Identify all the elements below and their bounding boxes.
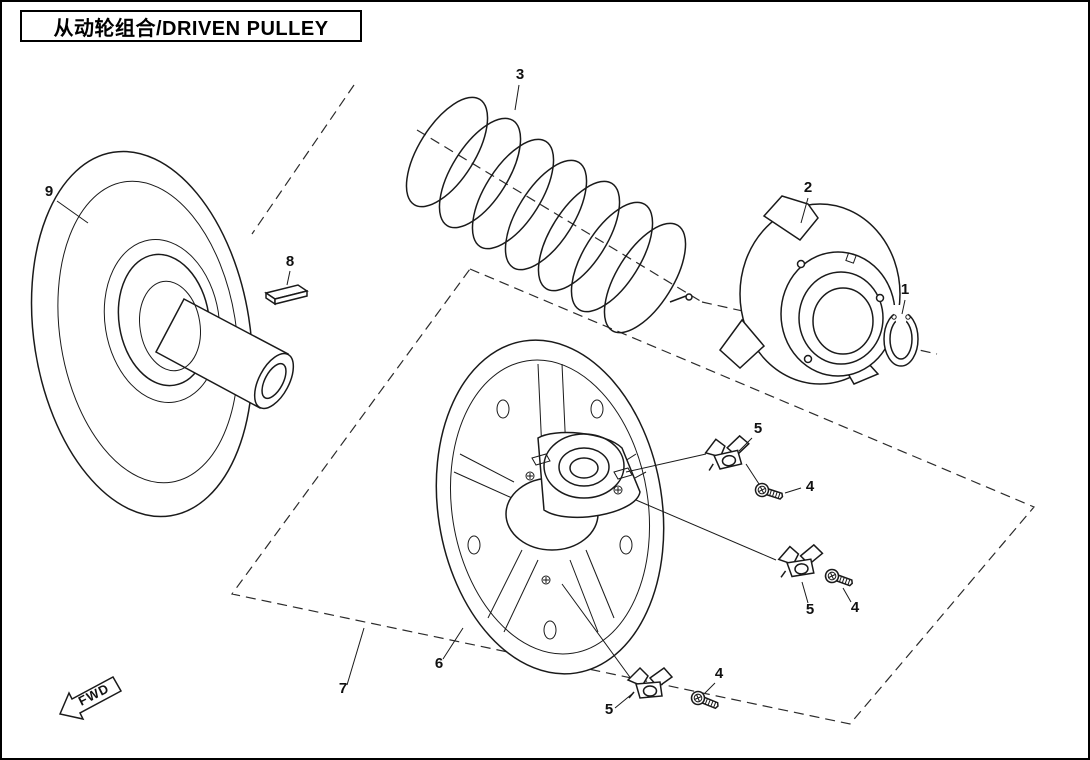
subassembly-boundary — [230, 268, 1035, 725]
callout-labels: 1 2 3 4 4 4 5 5 5 6 7 8 9 — [45, 66, 909, 718]
disc-rim-holes — [467, 399, 633, 640]
spring-part-3 — [405, 96, 693, 334]
callout-8: 8 — [286, 253, 294, 270]
exploded-connector-lines — [561, 453, 777, 681]
callout-7: 7 — [339, 680, 347, 697]
callout-2: 2 — [804, 179, 812, 196]
callout-1: 1 — [901, 281, 909, 298]
callout-3: 3 — [516, 66, 524, 83]
pawl-mounting-posts — [525, 471, 623, 585]
callout-6: 6 — [435, 655, 443, 672]
callout-5c: 5 — [605, 701, 613, 718]
cam-plate-part-2 — [718, 195, 901, 385]
pawl-part-5c — [627, 667, 673, 699]
pawl-part-5a — [703, 434, 753, 472]
callout-5a: 5 — [754, 420, 762, 437]
callout-4b: 4 — [851, 599, 860, 616]
callout-leader-lines — [56, 84, 906, 709]
callout-4c: 4 — [715, 665, 724, 682]
callout-4a: 4 — [806, 478, 815, 495]
fwd-direction-arrow: FWD — [58, 675, 123, 721]
screw-part-4a — [753, 481, 786, 504]
key-part-8 — [264, 284, 309, 306]
pawl-part-5b — [777, 543, 825, 579]
diagram-title: 从动轮组合/DRIVEN PULLEY — [20, 10, 362, 42]
callout-9: 9 — [45, 183, 53, 200]
screw-part-4b — [822, 566, 856, 591]
callout-5b: 5 — [806, 601, 814, 618]
snap-ring-part-1 — [883, 305, 919, 367]
diagram-title-text: 从动轮组合/DRIVEN PULLEY — [53, 17, 329, 40]
fixed-sheave-part-9 — [30, 150, 295, 518]
movable-sheave-part-6 — [435, 339, 665, 675]
